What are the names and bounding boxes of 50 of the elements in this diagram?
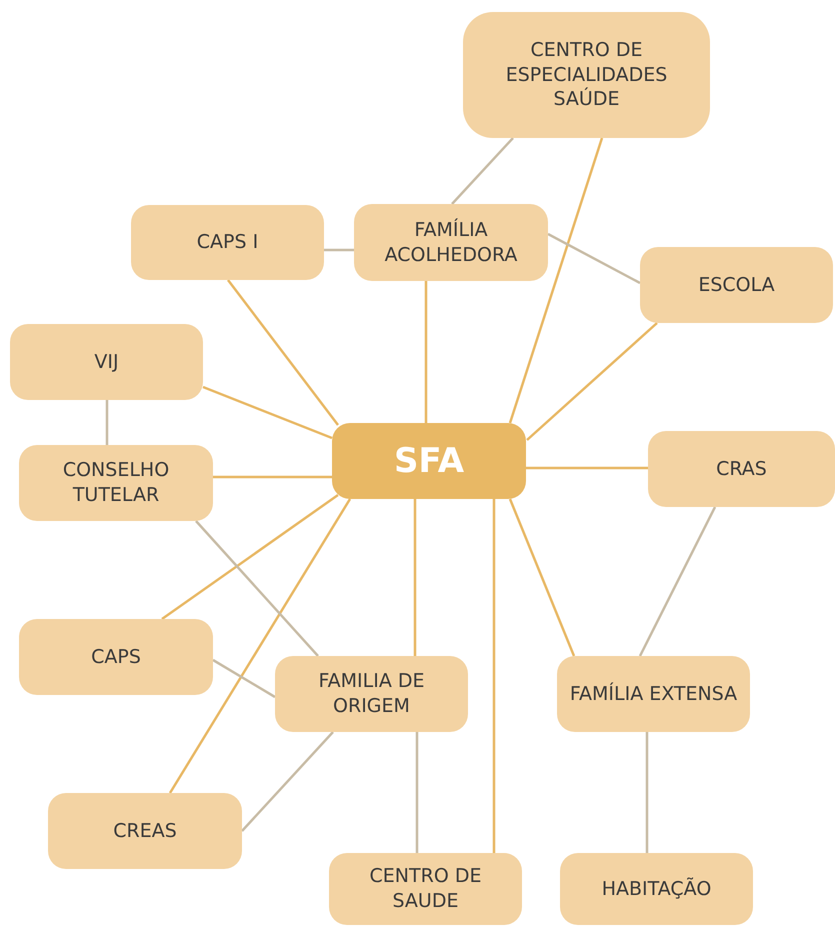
central-box [332, 423, 526, 499]
connector-line [227, 279, 339, 426]
connector-line [414, 499, 416, 656]
node-label: CONSELHO TUTELAR [62, 458, 170, 508]
service-box [557, 656, 750, 732]
node-label: CRAS [716, 456, 767, 482]
node-label: FAMÍLIA EXTENSA [570, 682, 738, 706]
connector-line [241, 731, 334, 832]
connector-line [526, 322, 658, 441]
service-box [48, 793, 242, 869]
connector-line [508, 498, 576, 656]
service-box [131, 205, 324, 280]
connector-line [213, 476, 332, 478]
connector-line [324, 248, 354, 252]
connector-line [168, 498, 352, 794]
node-label: FAMÍLIA ACOLHEDORA [384, 218, 518, 268]
node-label: CREAS [113, 818, 177, 844]
service-box [19, 619, 213, 695]
service-box [329, 853, 522, 925]
node-label: HABITAÇÃO [602, 876, 712, 902]
node-label: CAPS I [196, 230, 258, 255]
service-box [10, 324, 203, 400]
connector-line [646, 732, 648, 853]
service-box [648, 431, 835, 507]
connector-line [451, 137, 514, 205]
node-label: VIJ [94, 350, 119, 374]
connector-line [526, 466, 648, 470]
node-label: CAPS [91, 644, 141, 670]
connector-line [492, 499, 496, 853]
connector-line [212, 658, 276, 698]
connector-line [106, 400, 108, 445]
service-box [640, 247, 833, 323]
node-label: ESCOLA [698, 272, 775, 298]
service-box [354, 204, 548, 281]
connector-line [424, 281, 428, 423]
node-label: FAMILIA DE ORIGEM [317, 669, 426, 719]
connector-line [638, 506, 716, 657]
node-label: CENTRO DE ESPECIALIDADES SAÚDE [504, 38, 668, 112]
service-box [560, 853, 753, 925]
node-label: CENTRO DE SAUDE [368, 864, 482, 914]
connector-line [161, 494, 339, 620]
connector-line [195, 520, 319, 657]
connector-line [416, 732, 418, 853]
connector-line [508, 138, 604, 424]
connector-line [202, 386, 332, 440]
service-box [463, 12, 710, 138]
service-box [19, 445, 213, 521]
service-box [275, 656, 468, 732]
node-label: SFA [394, 440, 464, 483]
connector-line [547, 232, 641, 284]
